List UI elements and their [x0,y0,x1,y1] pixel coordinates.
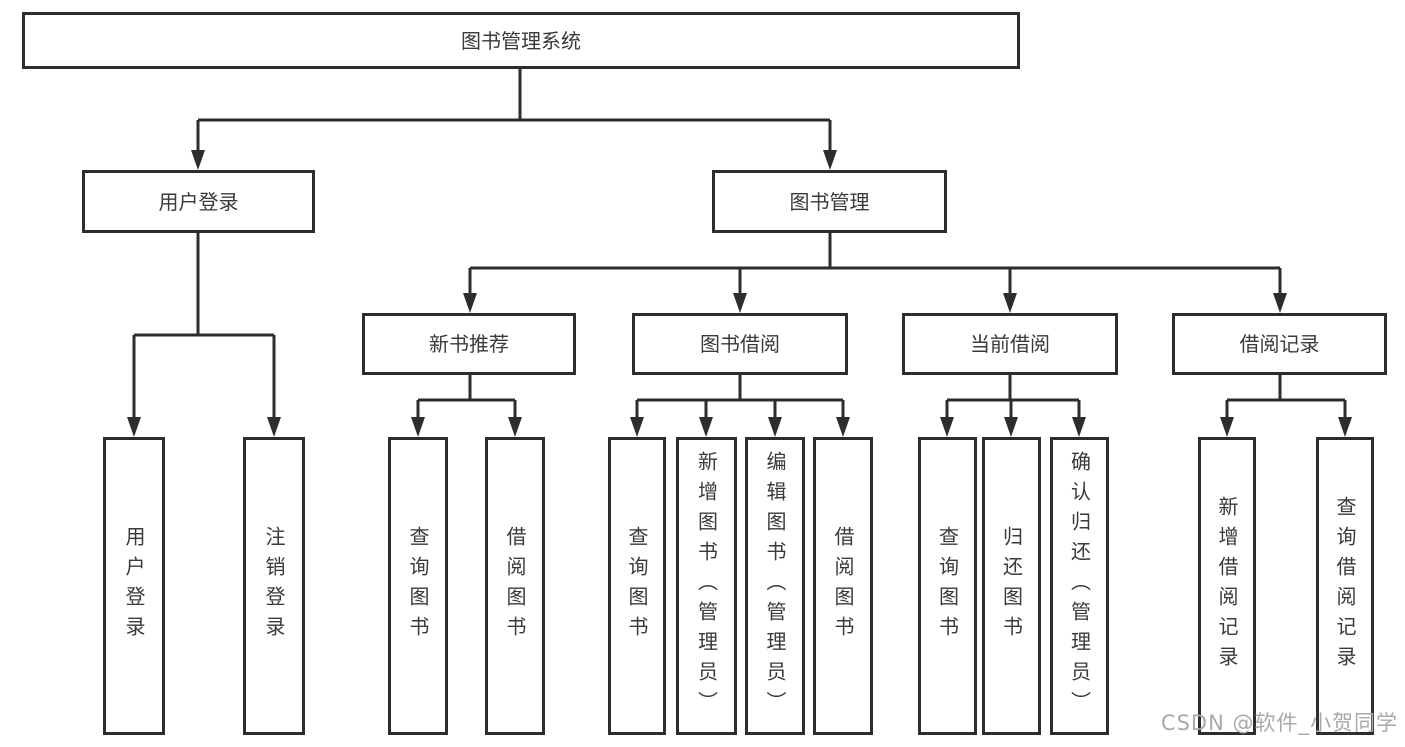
connector-current-borrowing-children [940,375,1086,437]
arrow-down-icon [630,417,644,437]
leaf-cb-query-books-label: 查询图书 [935,526,960,646]
leaf-cb-confirm-return-admin-label: 确认归还（管理员） [1067,451,1092,721]
arrow-down-icon [267,417,281,437]
connector-root-to-level2 [191,69,837,170]
node-book-management: 图书管理 [712,170,947,233]
arrow-down-icon [1338,417,1352,437]
node-current-borrowing: 当前借阅 [902,313,1118,375]
leaf-bb-borrow-books-label: 借阅图书 [831,526,855,646]
leaf-bb-add-books-admin-label: 新增图书（管理员） [694,451,719,721]
leaf-cb-query-books: 查询图书 [918,437,977,735]
arrow-down-icon [1003,293,1017,313]
arrow-down-icon [1273,293,1287,313]
connector-user-login-children [127,233,281,437]
node-borrow-records-label: 借阅记录 [1239,332,1320,356]
leaf-rec-borrow-books-label: 借阅图书 [503,526,527,646]
node-book-borrowing-label: 图书借阅 [700,332,780,356]
node-current-borrowing-label: 当前借阅 [970,332,1050,356]
arrow-down-icon [836,417,850,437]
node-library-system-label: 图书管理系统 [461,28,581,53]
arrow-down-icon [508,417,522,437]
connector-book-borrowing-children [630,375,850,437]
connector-book-mgmt-children [463,233,1287,313]
arrow-down-icon [1004,417,1018,437]
leaf-cb-return-books: 归还图书 [982,437,1041,735]
leaf-user-login-label: 用户登录 [122,526,146,646]
watermark: CSDN @软件_小贺同学 [1160,711,1398,735]
node-new-book-recommend-label: 新书推荐 [429,332,509,356]
leaf-bb-edit-books-admin: 编辑图书（管理员） [745,437,805,735]
connector-new-book-rec-children [411,375,522,437]
node-user-login-label: 用户登录 [158,189,239,214]
leaf-logout-login: 注销登录 [243,437,305,735]
leaf-br-add-borrow-record: 新增借阅记录 [1198,437,1256,735]
leaf-cb-confirm-return-admin: 确认归还（管理员） [1050,437,1109,735]
node-book-management-label: 图书管理 [789,189,870,214]
arrow-down-icon [768,417,782,437]
leaf-rec-query-books: 查询图书 [388,437,448,735]
arrow-down-icon [411,417,425,437]
arrow-down-icon [127,417,141,437]
leaf-br-query-borrow-record-label: 查询借阅记录 [1333,496,1357,676]
leaf-bb-add-books-admin: 新增图书（管理员） [676,437,737,735]
arrow-down-icon [1072,417,1086,437]
node-library-system: 图书管理系统 [22,12,1020,69]
arrow-down-icon [463,293,477,313]
leaf-bb-edit-books-admin-label: 编辑图书（管理员） [763,451,787,721]
arrow-down-icon [1220,417,1234,437]
leaf-br-query-borrow-record: 查询借阅记录 [1316,437,1374,735]
arrow-down-icon [699,417,713,437]
leaf-user-login: 用户登录 [103,437,165,735]
leaf-bb-borrow-books: 借阅图书 [813,437,873,735]
leaf-bb-query-books: 查询图书 [608,437,666,735]
node-new-book-recommend: 新书推荐 [362,313,576,375]
connector-borrow-records-children [1220,375,1352,437]
leaf-cb-return-books-label: 归还图书 [999,526,1024,646]
node-user-login: 用户登录 [82,170,315,233]
leaf-rec-query-books-label: 查询图书 [406,526,430,646]
node-borrow-records: 借阅记录 [1172,313,1387,375]
arrow-down-icon [823,150,837,170]
arrow-down-icon [940,417,954,437]
leaf-logout-login-label: 注销登录 [262,526,286,646]
leaf-rec-borrow-books: 借阅图书 [485,437,545,735]
arrow-down-icon [191,150,205,170]
node-book-borrowing: 图书借阅 [632,313,848,375]
arrow-down-icon [733,293,747,313]
leaf-bb-query-books-label: 查询图书 [625,526,649,646]
leaf-br-add-borrow-record-label: 新增借阅记录 [1215,496,1239,676]
